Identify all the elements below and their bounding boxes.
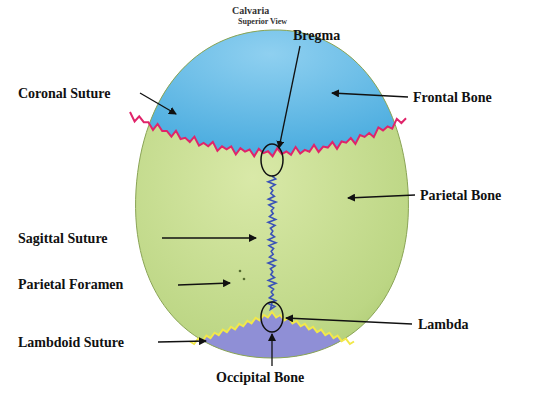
- bone-label: Frontal Bone: [413, 90, 492, 105]
- view-label: Superior View: [238, 18, 287, 27]
- landmark-label: Lambda: [418, 317, 469, 332]
- bone-label: Parietal Bone: [420, 188, 501, 203]
- suture-label: Coronal Suture: [18, 86, 110, 101]
- suture-label: Sagittal Suture: [18, 231, 108, 246]
- foramen-label: Parietal Foramen: [18, 277, 123, 292]
- suture-label: Lambdoid Suture: [18, 335, 124, 350]
- diagram-title: Calvaria: [232, 5, 269, 16]
- landmark-label: Bregma: [293, 28, 340, 43]
- bone-label: Occipital Bone: [216, 370, 304, 385]
- skull: [100, 10, 440, 380]
